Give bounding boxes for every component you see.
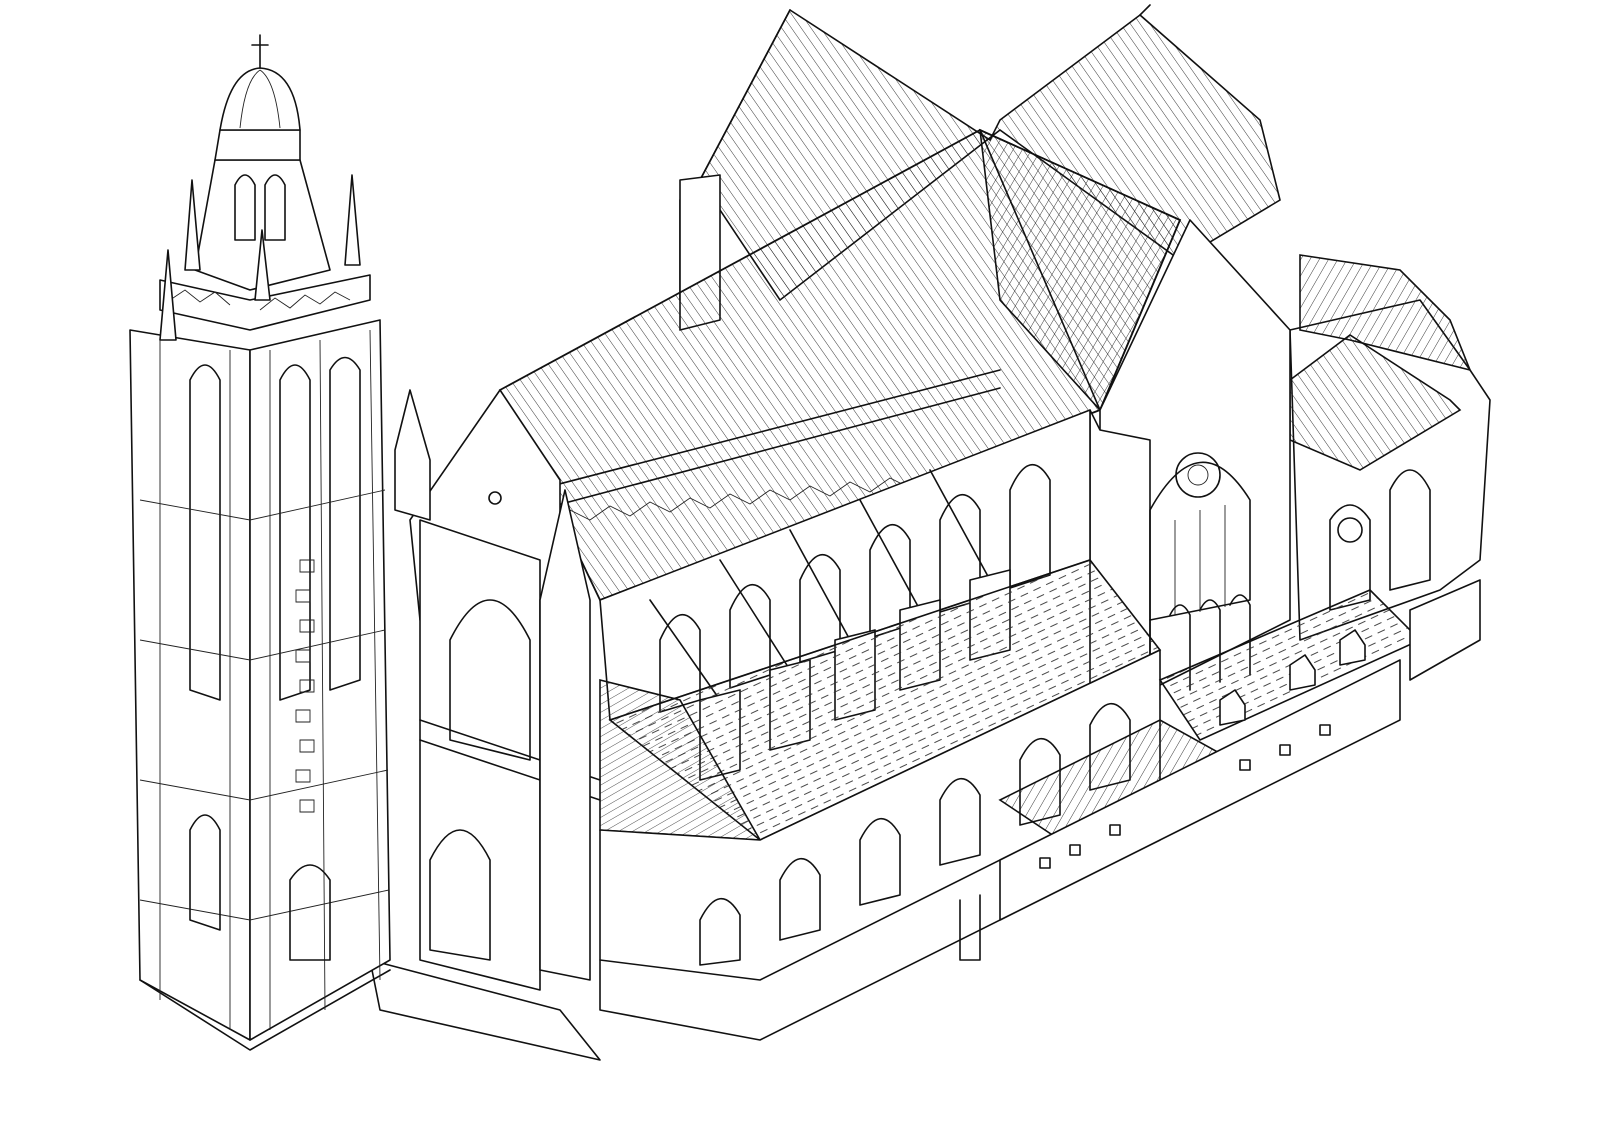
rose-window bbox=[1149, 452, 1251, 621]
bell-tower bbox=[129, 34, 391, 1051]
choir-apse bbox=[1289, 254, 1491, 641]
west-porch bbox=[369, 389, 601, 1061]
annex-buildings bbox=[959, 579, 1481, 961]
